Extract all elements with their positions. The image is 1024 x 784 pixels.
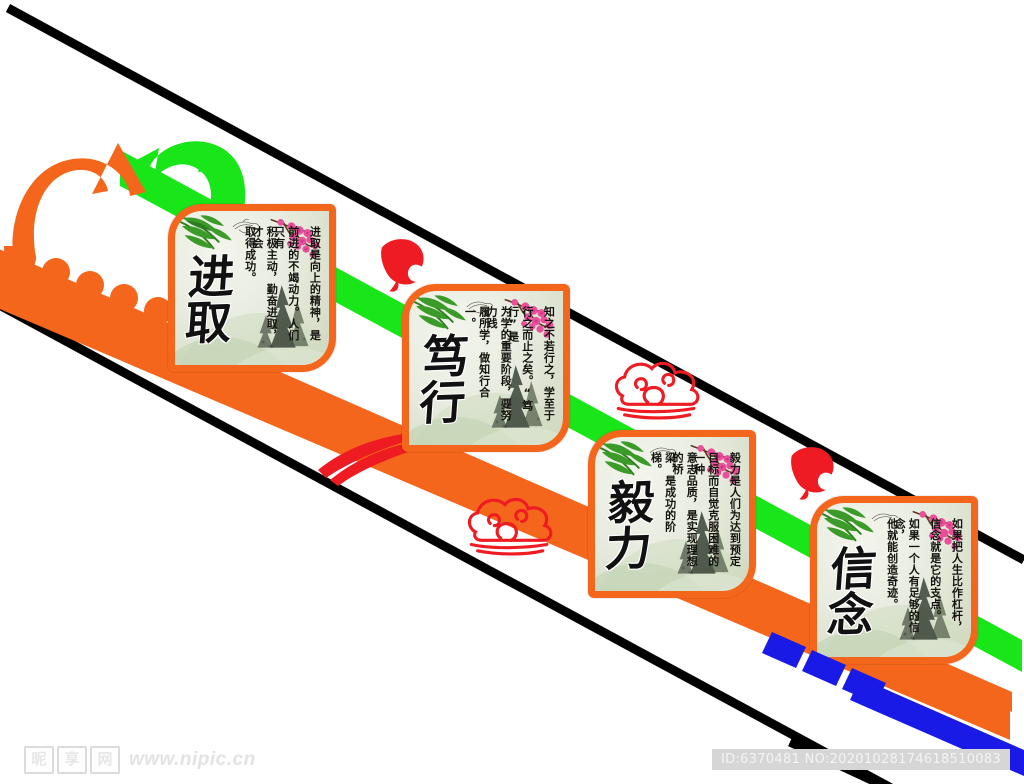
logo-mark: 昵 享 网: [24, 746, 120, 774]
orange-dot: [42, 258, 70, 286]
panel-yili-inner: 毅 力 毅力是人们为达到预定 目标而自觉克服困难的一种 意志品质，是实现理想的桥…: [595, 437, 749, 591]
footer: 昵 享 网 www.nipic.cn ID:6370481 NO:2020102…: [0, 740, 1024, 784]
plum-blossom-icon: [270, 218, 320, 258]
red-cloud-icon: [614, 361, 700, 420]
orange-dot: [76, 271, 104, 299]
logo-char: 享: [57, 746, 87, 774]
logo-char: 网: [90, 746, 120, 774]
panel-jinqu-text-col: 进取是向上的精神，是: [308, 226, 322, 342]
plum-blossom-icon: [690, 444, 740, 484]
panel-yili-text-col: 目标而自觉克服困难的一种: [692, 452, 720, 568]
bamboo-icon: [413, 294, 466, 329]
panel-jinqu-text-col: 取得成功。: [243, 226, 257, 284]
panel-xinnian-inner: 信 念 如果把人生比作杠杆， 信念就是它的支点。 如果一个人有足够的信念， 他就…: [817, 503, 971, 657]
ink-mountain-icon: [491, 365, 543, 428]
green-diagonal-band: [120, 150, 1022, 672]
orange-dot: [110, 284, 138, 312]
panel-xinnian-text-col: 如果把人生比作杠杆，: [950, 518, 964, 634]
ink-mountain-icon: [257, 285, 309, 348]
blue-dash: [762, 632, 806, 668]
panel-jinqu-inner: 进 取 进取是向上的精神，是 前进的不竭动力。人们只有 积极主动，勤奋进取，才会…: [175, 211, 329, 365]
bamboo-icon: [599, 440, 652, 475]
ink-bird-sketch-icon: [233, 218, 260, 233]
panel-duxing[interactable]: 笃 行 知之不若行之，学至于 行之而止之矣。“笃行”是 为学的重要阶段，要努力践…: [402, 284, 570, 452]
panel-yili-text-col: 毅力是人们为达到预定: [728, 452, 742, 568]
ink-bird-sketch-icon: [467, 301, 494, 313]
panel-jinqu-text-col: 积极主动，勤奋进取，才会: [251, 226, 279, 342]
panel-yili-text-col: 意志品质，是实现理想的桥: [671, 452, 699, 568]
red-cloud-icon: [467, 497, 553, 556]
blue-dash: [802, 650, 846, 686]
bamboo-icon: [179, 214, 232, 249]
red-swoosh-ribbon: [318, 431, 442, 478]
ink-mountain-icon: [899, 577, 951, 640]
panel-xinnian-text-col: 他就能创造奇迹。: [885, 518, 899, 611]
panel-xinnian[interactable]: 信 念 如果把人生比作杠杆， 信念就是它的支点。 如果一个人有足够的信念， 他就…: [810, 496, 978, 664]
red-bird-icon: [381, 239, 424, 292]
panel-jinqu[interactable]: 进 取 进取是向上的精神，是 前进的不竭动力。人们只有 积极主动，勤奋进取，才会…: [168, 204, 336, 372]
ink-bird-sketch-icon: [650, 447, 677, 455]
bamboo-icon: [821, 506, 874, 541]
panel-yili[interactable]: 毅 力 毅力是人们为达到预定 目标而自觉克服困难的一种 意志品质，是实现理想的桥…: [588, 430, 756, 598]
panel-jinqu-text-col: 前进的不竭动力。人们只有: [272, 226, 300, 342]
red-swoosh-ribbon-2: [330, 438, 452, 486]
site-logo: 昵 享 网 www.nipic.cn: [24, 746, 256, 774]
plum-blossom-icon: [504, 298, 554, 338]
panel-yili-text-col: 梁，是成功的阶梯。: [649, 452, 677, 533]
ink-mountain-icon: [677, 511, 729, 574]
panel-duxing-text-col: 履所学，做知行合一。: [463, 306, 491, 399]
orange-dot: [144, 297, 172, 325]
red-bird-icon: [791, 447, 834, 500]
panel-duxing-inner: 笃 行 知之不若行之，学至于 行之而止之矣。“笃行”是 为学的重要阶段，要努力践…: [409, 291, 563, 445]
image-id-badge: ID:6370481 NO:20201028174618510083: [712, 749, 1010, 770]
logo-char: 昵: [24, 746, 54, 774]
panel-duxing-text-col: 知之不若行之，学至于: [542, 306, 556, 422]
ink-bird-sketch-icon: [872, 513, 899, 521]
site-url: www.nipic.cn: [129, 749, 256, 770]
panel-xinnian-text-col: 信念就是它的支点。: [928, 518, 942, 622]
plum-blossom-icon: [912, 510, 962, 550]
panel-duxing-text-col: 为学的重要阶段，要努力践: [485, 306, 513, 422]
orange-hook-arrow-icon: [12, 143, 147, 265]
panel-duxing-text-col: 行之而止之矣。“笃行”是: [506, 306, 534, 412]
panel-xinnian-text-col: 如果一个人有足够的信念，: [893, 518, 921, 634]
orange-dot: [8, 244, 36, 272]
